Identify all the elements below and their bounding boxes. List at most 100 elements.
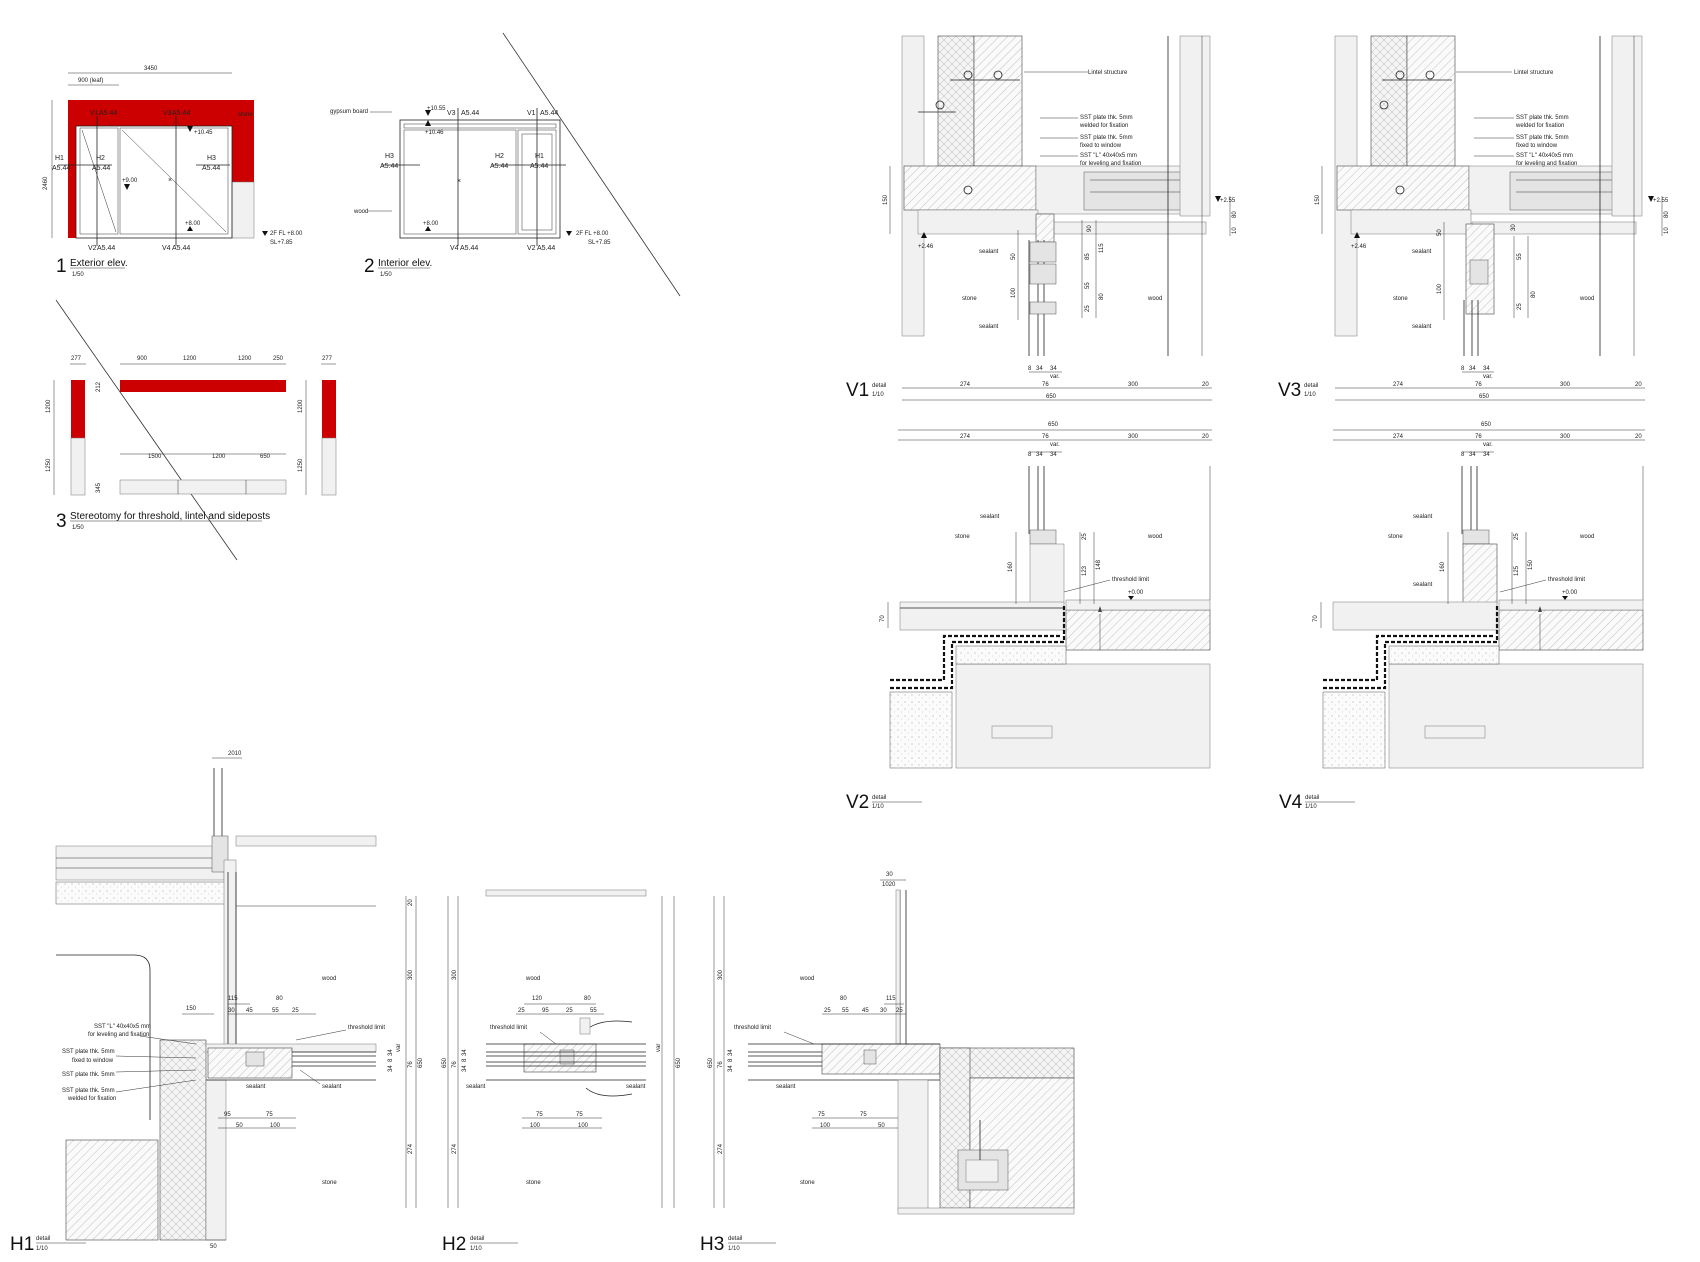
svg-text:1250: 1250 [298,458,304,472]
svg-text:1/10: 1/10 [1304,392,1316,398]
h3-threshold: threshold limit [734,1025,771,1031]
svg-text:650: 650 [260,454,271,460]
svg-text:650: 650 [1479,394,1490,400]
svg-text:95: 95 [542,1008,549,1014]
h2-wood: wood [525,976,540,982]
v3-note-lintel: Lintel structure [1514,70,1554,76]
detail-h3: 30 1020 wood stone sealant threshold lim… [700,872,1075,1255]
svg-text:123: 123 [1082,565,1088,576]
svg-text:detail: detail [1305,795,1319,801]
h1-wood: wood [321,976,336,982]
lintel-stone [120,380,286,392]
svg-text:300: 300 [1128,382,1139,388]
svg-text:1/10: 1/10 [1305,804,1317,810]
interior-elevation: gypsum board wood V3 A5.44 V1 A5.44 +10.… [330,106,611,278]
svg-text:274: 274 [960,382,971,388]
view-title-stereotomy: Stereotomy for threshold, lintel and sid… [70,511,270,522]
svg-text:20: 20 [1635,382,1642,388]
tag-v1-int: V1 [527,110,536,117]
h3-sealant: sealant [776,1084,796,1090]
svg-text:A5.44: A5.44 [172,245,190,252]
svg-text:45: 45 [862,1008,869,1014]
svg-text:300: 300 [718,969,724,980]
v2-stone: stone [955,534,970,540]
view-num-3: 3 [56,511,67,532]
tag-v3-int: V3 [447,110,456,117]
sidepost-right-stone [322,380,336,438]
view-title-exterior: Exterior elev. [70,258,128,269]
svg-text:detail: detail [36,1236,50,1242]
tag-h3-int: H3 [385,153,394,160]
svg-text:SST "L" 40x40x5 mm: SST "L" 40x40x5 mm [94,1024,151,1030]
svg-text:+10.55: +10.55 [427,106,446,112]
svg-text:fixed to window: fixed to window [1080,143,1122,149]
svg-text:20: 20 [1202,382,1209,388]
svg-text:300: 300 [1560,382,1571,388]
h3-tag: H3 [700,1234,724,1255]
sheet-diagonal-a [502,32,681,297]
h2-stone: stone [526,1180,541,1186]
svg-text:var.: var. [1483,442,1493,448]
svg-text:30: 30 [1511,224,1517,231]
tag-h3: H3 [207,155,216,162]
svg-text:76: 76 [718,1061,724,1068]
tag-h1-int: H1 [535,153,544,160]
svg-text:fixed to window: fixed to window [1516,143,1558,149]
svg-text:sealant: sealant [626,1084,646,1090]
svg-text:100: 100 [1011,287,1017,298]
svg-text:+9.00: +9.00 [122,178,138,184]
v1-tag: V1 [846,380,869,401]
v4-threshold: threshold limit [1548,577,1585,583]
svg-text:A5.44: A5.44 [380,163,398,170]
detail-v2: 650 274 76 300 20 8 34 34 var. sealant s… [846,422,1212,813]
svg-text:1/10: 1/10 [872,804,884,810]
svg-text:30: 30 [886,872,893,878]
svg-text:25: 25 [1082,533,1088,540]
svg-text:var.: var. [1483,374,1493,380]
svg-text:300: 300 [452,969,458,980]
svg-text:100: 100 [1437,283,1443,294]
svg-text:34: 34 [388,1049,394,1056]
svg-text:650: 650 [442,1057,448,1068]
tag-v2: V2 [88,245,97,252]
svg-text:650: 650 [1048,422,1059,428]
svg-text:160: 160 [1008,561,1014,572]
svg-text:var.: var. [1050,442,1060,448]
svg-text:1/10: 1/10 [36,1246,48,1252]
stone-label: stone [238,112,253,118]
svg-text:1020: 1020 [882,882,896,888]
svg-text:var: var [396,1044,402,1052]
svg-text:55: 55 [1517,253,1523,260]
svg-text:SST "L" 40x40x5 mm: SST "L" 40x40x5 mm [1516,153,1573,159]
svg-text:+0.00: +0.00 [1128,590,1144,596]
svg-text:+2.46: +2.46 [918,244,934,250]
svg-text:+2.55: +2.55 [1653,198,1669,204]
svg-text:2F FL +8.00: 2F FL +8.00 [270,231,303,237]
svg-text:80: 80 [584,996,591,1002]
svg-text:SST plate thk. 5mm: SST plate thk. 5mm [62,1072,115,1078]
svg-text:SST plate thk. 5mm: SST plate thk. 5mm [1516,115,1569,121]
svg-text:A5.44: A5.44 [530,163,548,170]
svg-text:8: 8 [1461,366,1465,372]
svg-text:1250: 1250 [46,458,52,472]
svg-text:80: 80 [1099,293,1105,300]
svg-text:sealant: sealant [322,1084,342,1090]
stone-frame-right [232,100,254,182]
svg-text:1/10: 1/10 [872,392,884,398]
svg-text:SST plate thk. 5mm: SST plate thk. 5mm [62,1088,115,1094]
svg-text:A5.44: A5.44 [92,165,110,172]
svg-text:300: 300 [408,969,414,980]
svg-text:115: 115 [1099,243,1105,253]
tag-v4: V4 [162,245,171,252]
svg-text:76: 76 [1042,434,1049,440]
v1-wood: wood [1147,296,1162,302]
svg-text:150: 150 [1315,194,1321,205]
svg-text:20: 20 [1635,434,1642,440]
dim-overall: 3450 [144,66,158,72]
h1-tag: H1 [10,1234,34,1255]
svg-text:274: 274 [1393,434,1404,440]
svg-text:50: 50 [236,1123,243,1129]
svg-text:25: 25 [824,1008,831,1014]
v3-stone: stone [1393,296,1408,302]
svg-text:25: 25 [292,1008,299,1014]
